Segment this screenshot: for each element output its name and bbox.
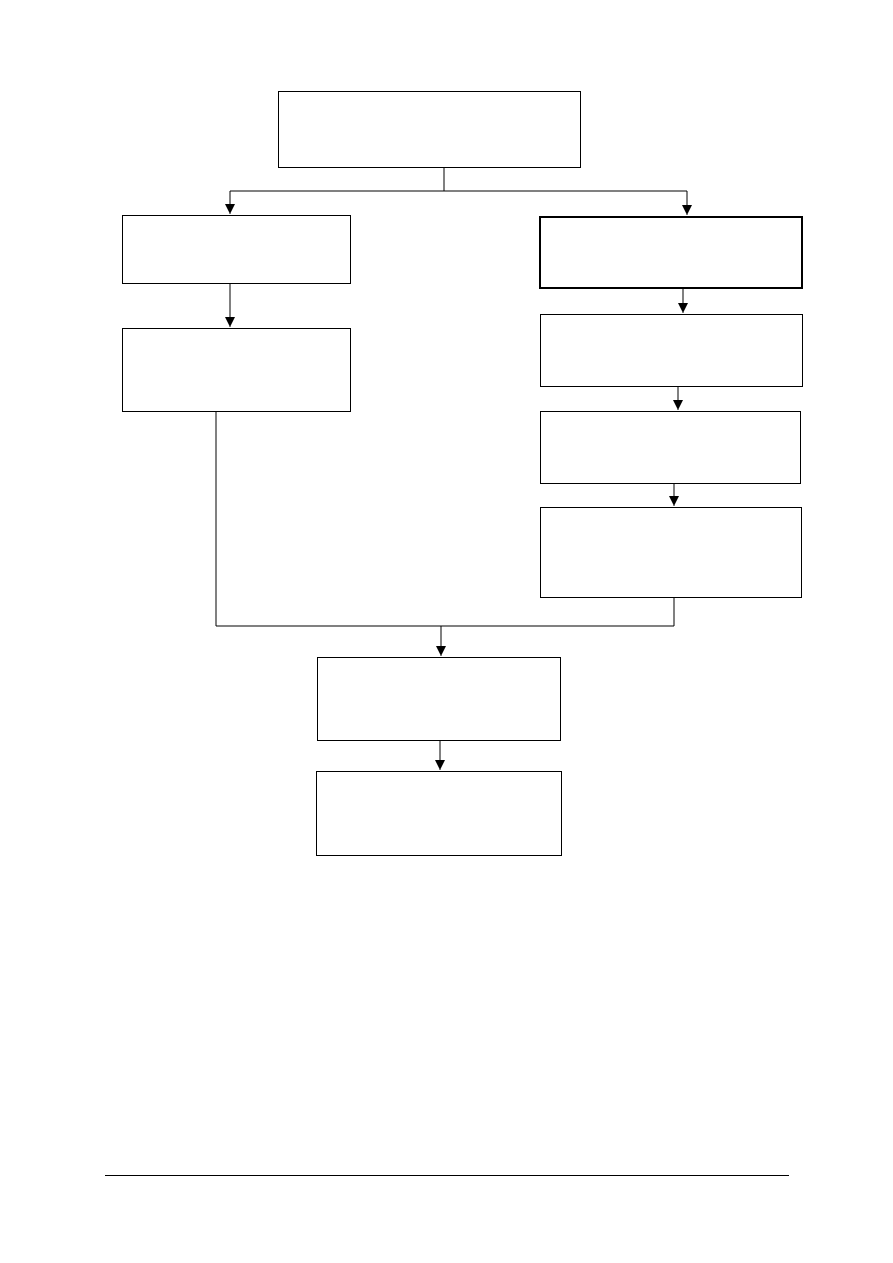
node-right-4 (540, 507, 802, 598)
node-left-2 (122, 328, 351, 412)
node-right-3 (540, 411, 801, 484)
node-top (278, 91, 581, 168)
node-left-1 (122, 215, 351, 284)
node-right-1 (539, 216, 803, 289)
node-merge-1 (317, 657, 561, 741)
node-right-2 (540, 314, 803, 387)
node-merge-2 (316, 771, 562, 856)
footer-rule (105, 1175, 789, 1176)
